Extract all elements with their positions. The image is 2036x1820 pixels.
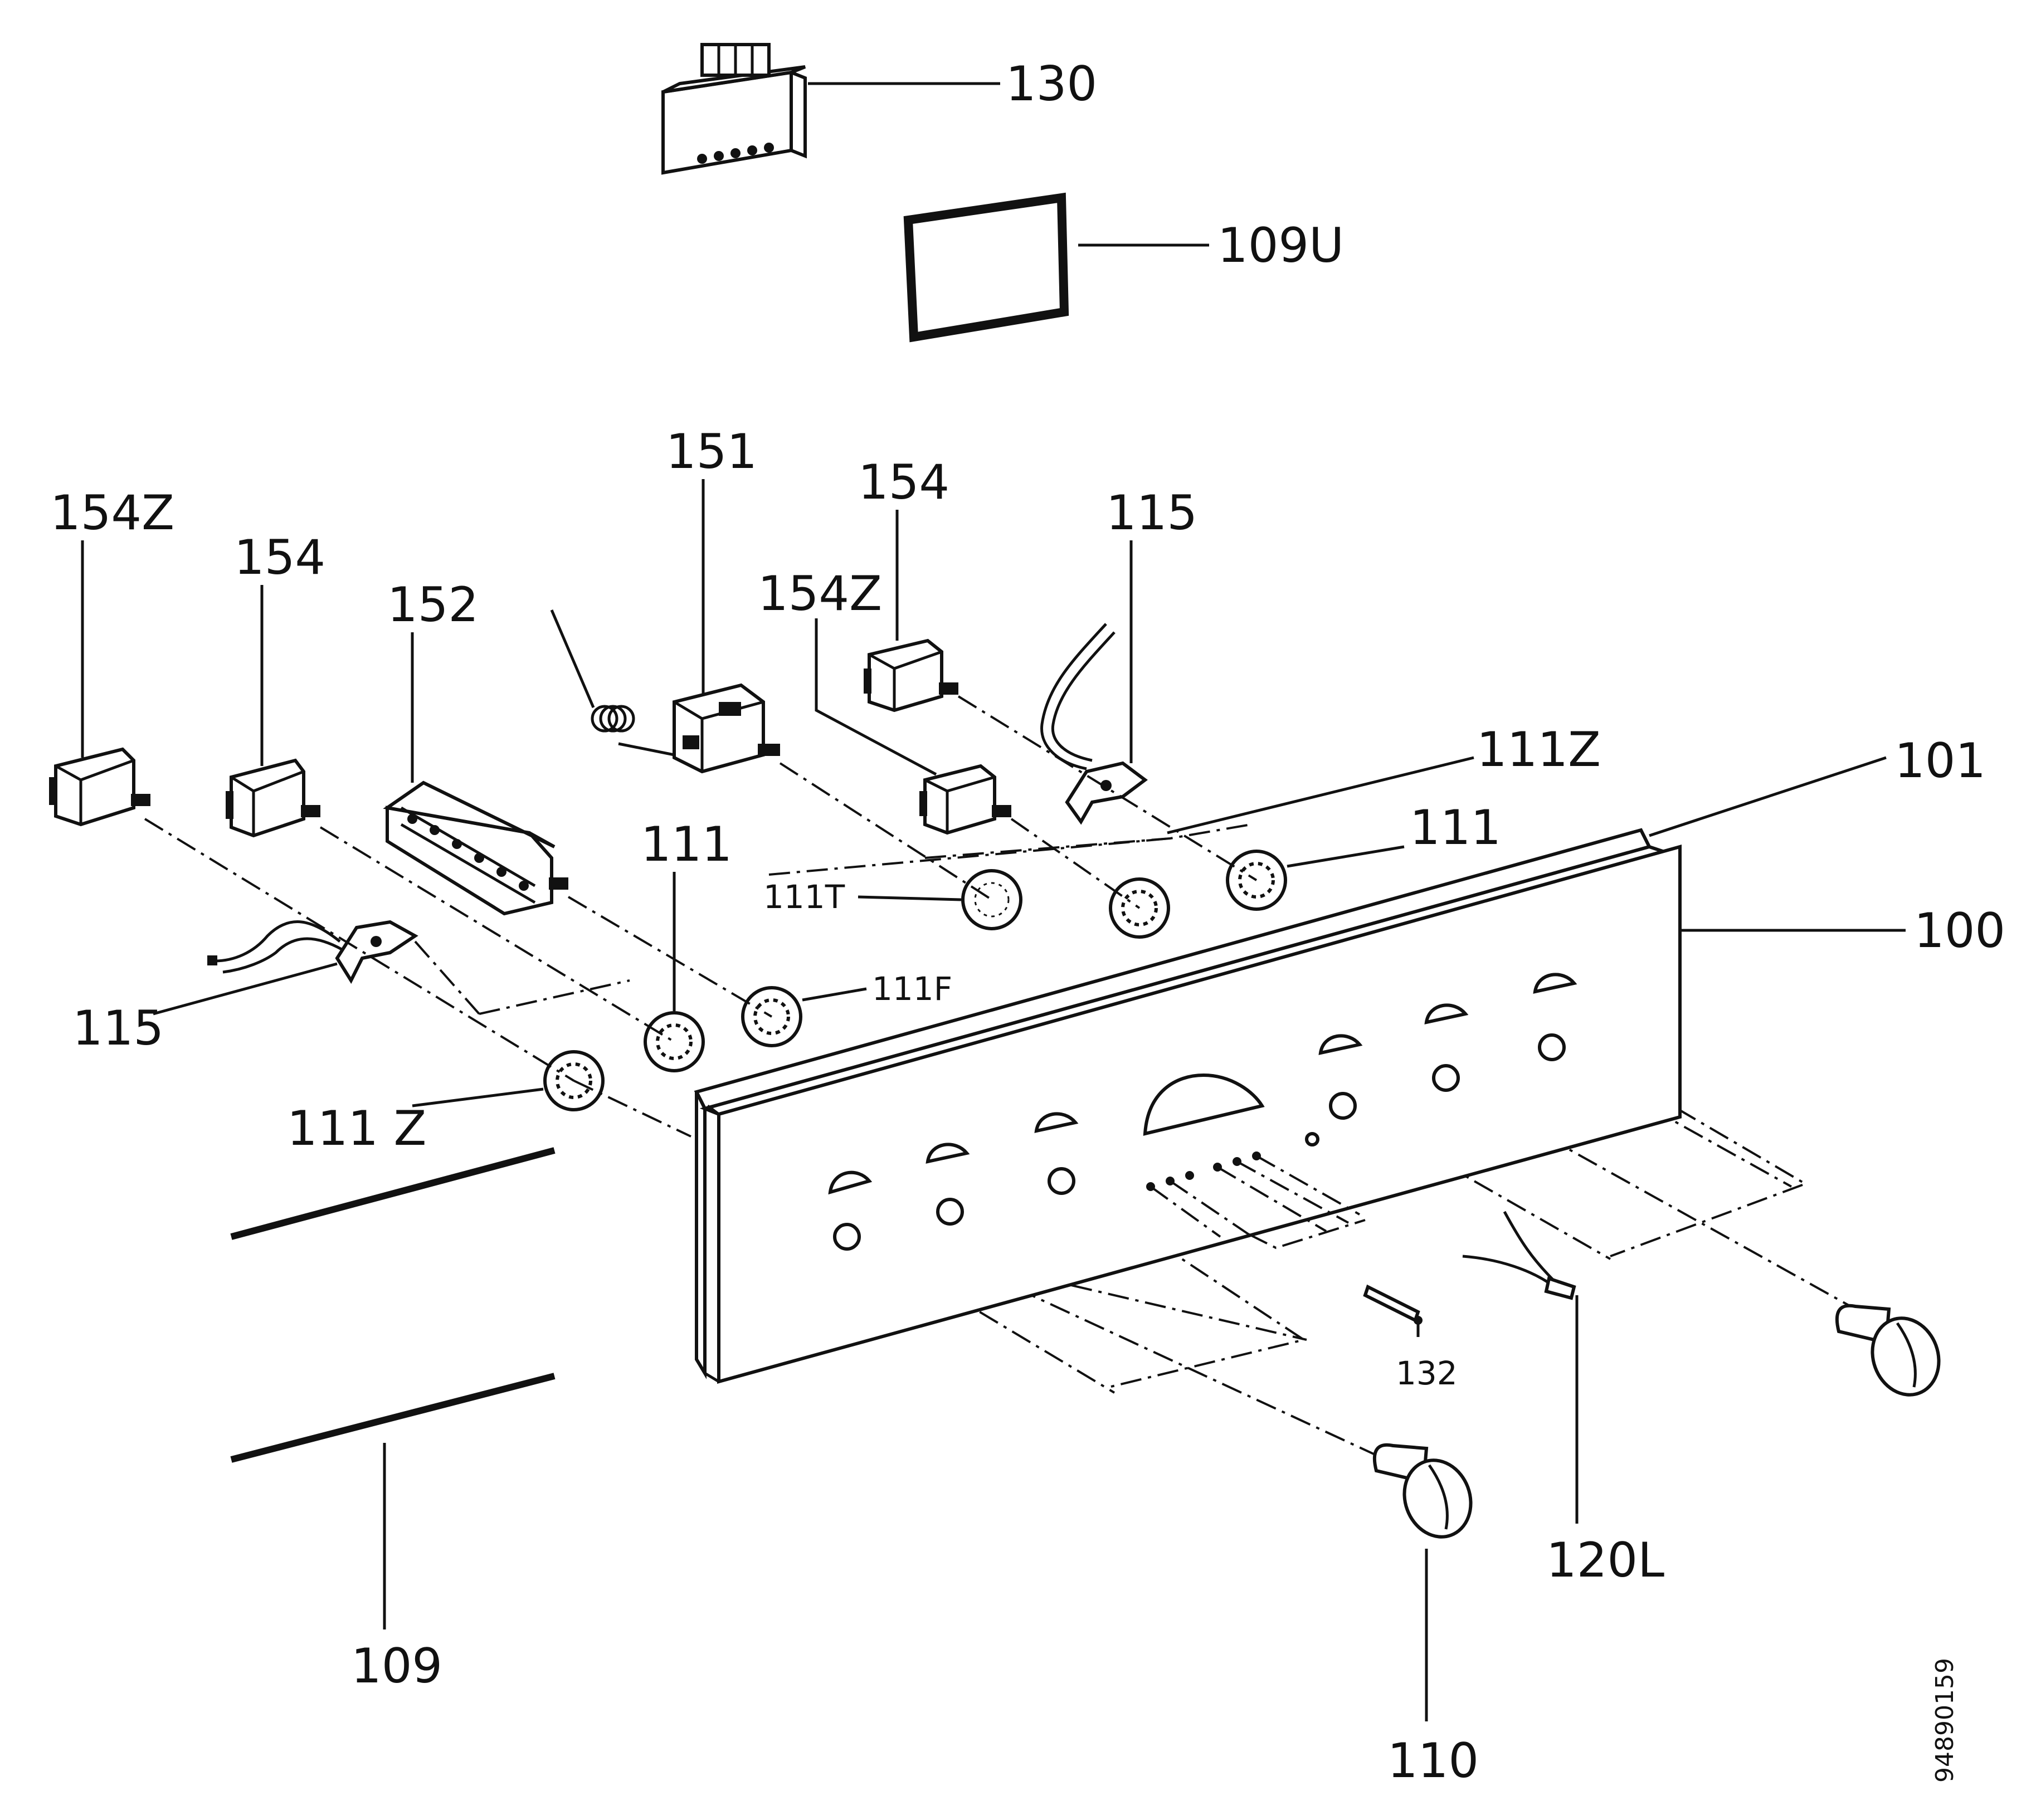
part-154-top-switch xyxy=(864,638,958,713)
label-115-top: 115 xyxy=(1106,485,1197,541)
part-154z-left-switch xyxy=(49,747,150,827)
label-130: 130 xyxy=(1006,56,1097,112)
part-111-ring-left xyxy=(644,1011,705,1072)
label-109: 109 xyxy=(351,1638,442,1694)
part-100-control-panel xyxy=(704,845,1682,1384)
label-111-left: 111 xyxy=(641,817,732,872)
label-154-left: 154 xyxy=(234,530,325,585)
label-101: 101 xyxy=(1894,733,1986,789)
part-110-knob-right xyxy=(1835,1304,1941,1397)
part-132-pin xyxy=(1363,1284,1423,1337)
part-152-terminal-block xyxy=(383,780,568,916)
label-109u: 109U xyxy=(1217,218,1344,274)
label-151: 151 xyxy=(666,424,757,480)
label-152: 152 xyxy=(387,577,479,633)
label-111t: 111T xyxy=(763,878,845,916)
part-111t-ring xyxy=(961,869,1022,930)
drawing-number: 94890159 xyxy=(1931,1658,1959,1783)
label-120l: 120L xyxy=(1546,1533,1664,1588)
label-110: 110 xyxy=(1387,1733,1479,1789)
part-154z-mid-switch xyxy=(919,764,1011,835)
label-111z-top: 111Z xyxy=(1477,722,1601,778)
label-115-left: 115 xyxy=(72,1001,164,1056)
label-111f: 111F xyxy=(872,970,952,1008)
part-130-display-module xyxy=(661,43,1000,175)
label-111-right: 111 xyxy=(1410,800,1501,856)
label-154z-left: 154Z xyxy=(50,485,174,541)
part-151-thermostat xyxy=(550,609,780,774)
part-110-knob-front xyxy=(1372,1443,1473,1721)
part-154-left-switch xyxy=(226,758,320,838)
part-109-trim-strips xyxy=(230,1147,556,1629)
part-115-top-lamp xyxy=(1040,623,1148,825)
label-111z-left: 111 Z xyxy=(287,1101,426,1157)
label-100: 100 xyxy=(1914,903,2005,959)
part-115-left-lamp xyxy=(207,920,418,984)
label-154z-mid: 154Z xyxy=(758,566,882,622)
part-109u-frame xyxy=(903,192,1209,343)
label-132: 132 xyxy=(1396,1354,1458,1392)
label-154-top: 154 xyxy=(858,455,949,510)
part-120l-lamp xyxy=(1462,1211,1579,1524)
